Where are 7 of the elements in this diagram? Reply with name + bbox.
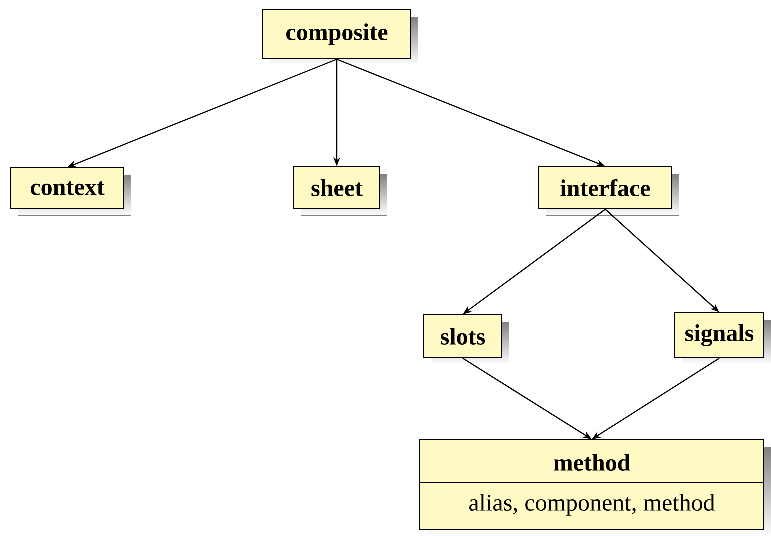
class-box: method alias, component, method [420, 440, 771, 536]
node-box: interface [538, 166, 679, 216]
node-box: composite [262, 10, 418, 66]
node-box: slots [424, 314, 509, 365]
node-box: sheet [294, 166, 387, 216]
node-box: signals [674, 312, 771, 365]
node-box: context [10, 168, 131, 216]
